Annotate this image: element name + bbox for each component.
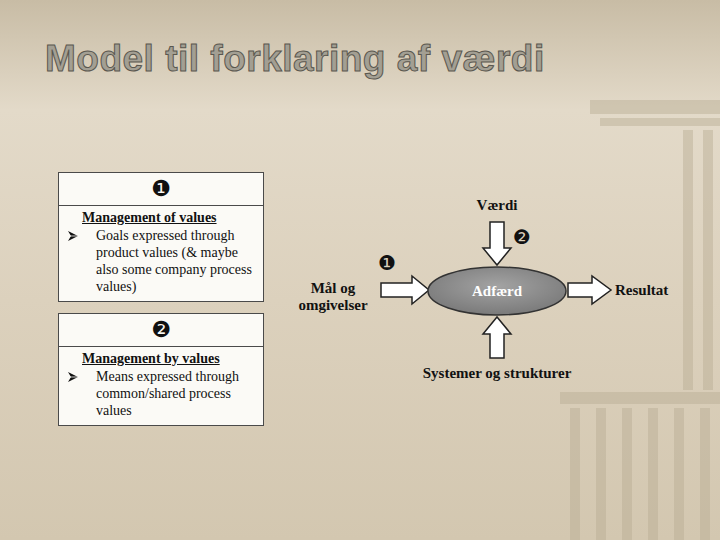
- slide-title: Model til forklaring af værdi: [45, 38, 545, 80]
- callout-number: ❷: [59, 314, 263, 347]
- box-heading: Management by values: [59, 347, 263, 367]
- bullet-text: Goals expressed through product values (…: [59, 226, 263, 301]
- bullet-arrow: [67, 371, 79, 383]
- input-label: Værdi: [477, 197, 518, 214]
- systems-arrow: [483, 317, 511, 358]
- callout-number: ❷: [513, 226, 531, 248]
- callout-number: ❶: [59, 173, 263, 206]
- output-label: Resultat: [615, 282, 668, 299]
- input-label: Mål og omgivelser: [286, 280, 380, 314]
- input-arrow: [381, 276, 429, 304]
- value-arrow: [483, 222, 511, 265]
- result-arrow: [568, 276, 611, 304]
- bullet-text: Means expressed through common/shared pr…: [59, 367, 263, 425]
- bullet-arrow: [67, 230, 79, 242]
- concept-box: ❷Management by valuesMeans expressed thr…: [58, 313, 264, 426]
- input-label: Systemer og strukturer: [423, 365, 572, 382]
- behavior-ellipse: Adfærd: [427, 266, 567, 316]
- node-label: Adfærd: [472, 283, 522, 300]
- callout-number: ❶: [378, 252, 396, 274]
- box-heading: Management of values: [59, 206, 263, 226]
- concept-box: ❶Management of valuesGoals expressed thr…: [58, 172, 264, 302]
